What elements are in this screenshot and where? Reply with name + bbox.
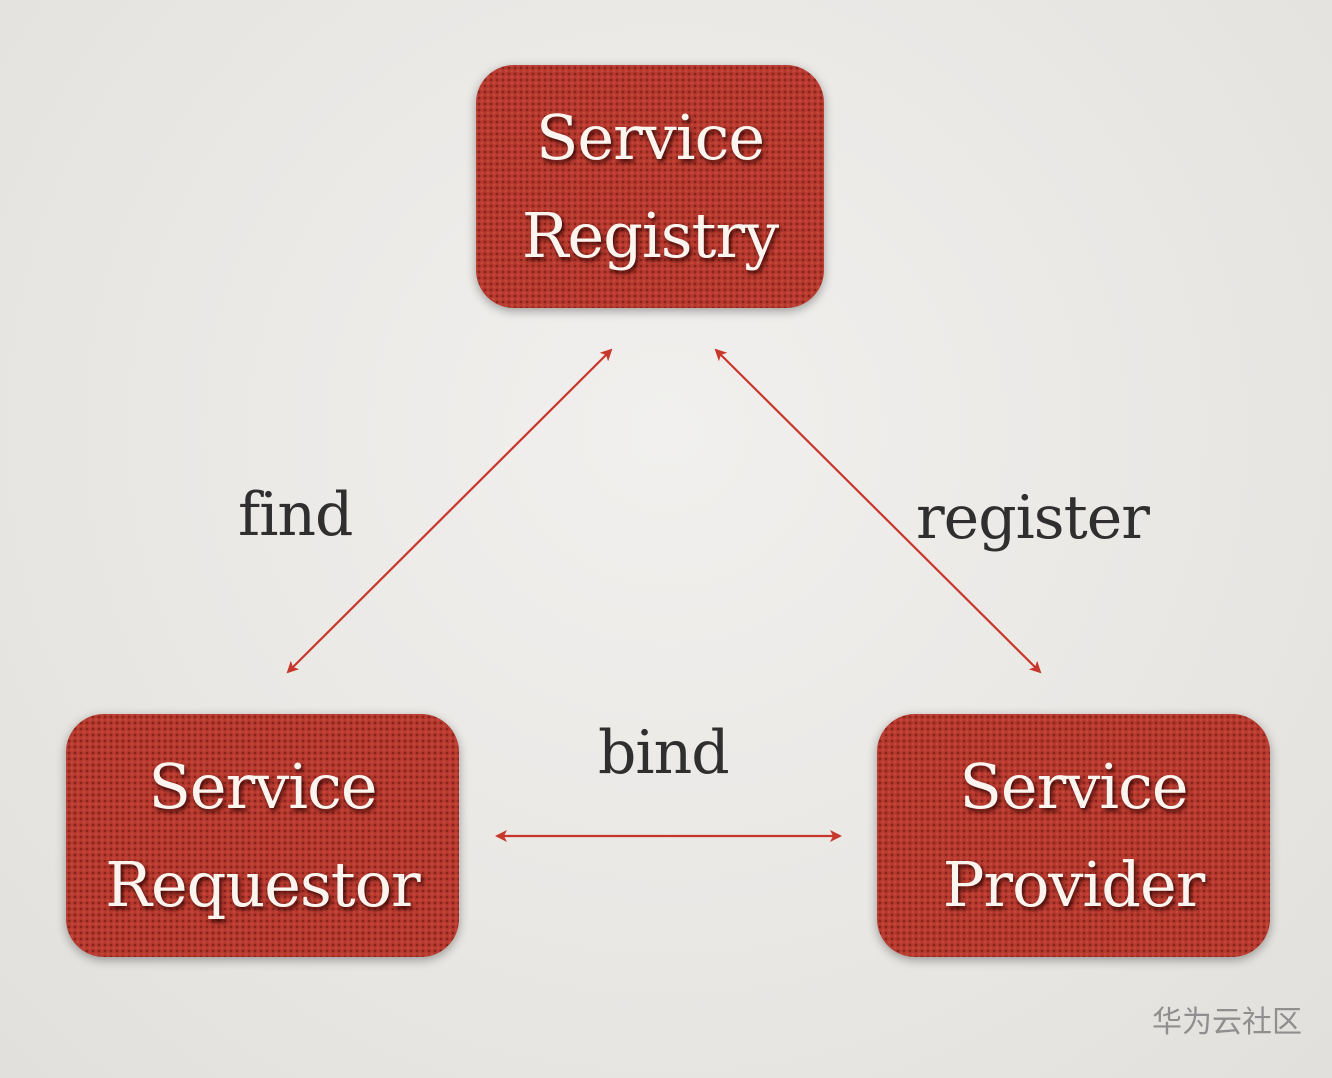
- register-arrow: [714, 348, 1042, 674]
- service-registry-line1: Service: [535, 100, 765, 174]
- service-provider-line2: Provider: [942, 847, 1206, 921]
- service-provider-line1: Service: [959, 749, 1188, 823]
- service-provider-node: Service Provider: [877, 714, 1270, 957]
- service-requestor-node: Service Requestor: [66, 714, 459, 957]
- find-label: find: [238, 480, 353, 550]
- service-requestor-line1: Service: [148, 749, 377, 823]
- service-registry-node: Service Registry: [476, 65, 824, 308]
- service-registry-line2: Registry: [521, 198, 779, 272]
- watermark-text: 华为云社区: [1152, 1005, 1302, 1040]
- find-arrow: [286, 348, 613, 674]
- register-label: register: [916, 483, 1150, 553]
- service-requestor-line2: Requestor: [105, 847, 420, 921]
- bind-label: bind: [598, 718, 730, 788]
